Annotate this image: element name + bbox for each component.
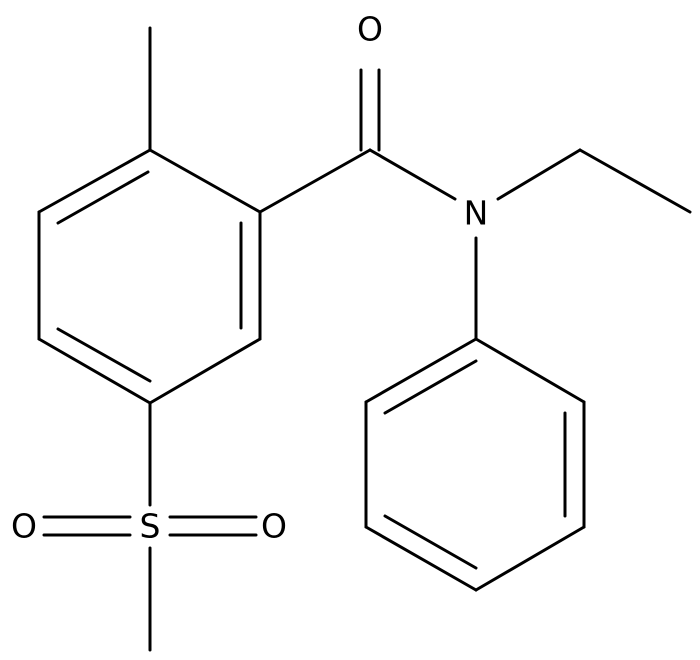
ring-bond-c1-c2 xyxy=(37,148,152,214)
sulfur-label: S xyxy=(140,507,161,546)
ring-bond-c3-c4 xyxy=(37,337,152,405)
n-ethyl-bond xyxy=(496,148,582,201)
ring-bond-c6-c1 xyxy=(148,148,262,214)
amide-group: O N xyxy=(258,10,489,233)
phenyl-bond-4-inner xyxy=(383,514,478,570)
phenyl-bond-3 xyxy=(474,525,586,592)
ethyl-cc-bond xyxy=(578,148,692,214)
phenyl-bond-4 xyxy=(364,525,478,592)
ring-bond-c1-c2-inner xyxy=(56,170,150,225)
amide-nitrogen-label: N xyxy=(464,194,489,233)
methylsulfonyl-group: S O O xyxy=(11,401,287,652)
phenyl-bond-6 xyxy=(364,337,478,404)
sulfonyl-oxygen-left-label: O xyxy=(11,507,37,546)
phenyl-bond-6-inner xyxy=(383,359,478,415)
ethyl-group xyxy=(496,148,692,214)
carbonyl-nitrogen-bond xyxy=(368,148,457,201)
carbonyl-oxygen-label: O xyxy=(357,10,383,49)
ring-bond-c4-c5 xyxy=(148,337,262,405)
ring-bond-c3-c4-inner xyxy=(56,327,152,383)
aryl-carbonyl-bond xyxy=(258,148,372,214)
phenyl-bond-1 xyxy=(474,337,586,404)
benzene-ring-left xyxy=(37,148,262,405)
sulfonyl-oxygen-right-label: O xyxy=(261,507,287,546)
phenyl-ring xyxy=(364,236,586,592)
